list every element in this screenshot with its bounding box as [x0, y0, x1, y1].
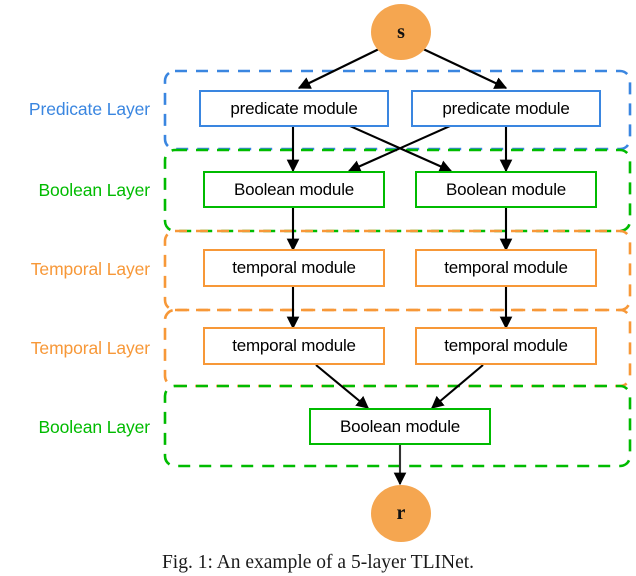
module-label: Boolean module: [339, 416, 461, 436]
layer-region-temporal-2: [163, 308, 632, 388]
temporal-module-left-2[interactable]: temporal module: [203, 327, 385, 365]
module-label: predicate module: [230, 98, 358, 118]
module-label: temporal module: [444, 336, 568, 355]
output-node: r: [371, 485, 431, 542]
boolean-module-final[interactable]: Boolean module: [309, 408, 491, 445]
module-label: temporal module: [232, 336, 356, 355]
layer-region-boolean-1: [163, 148, 632, 233]
edge-input-to-predicate-right: [420, 47, 508, 89]
layer-label-boolean-1: Boolean Layer: [38, 180, 150, 200]
edge-predicate-right-to-boolean-left: [347, 125, 451, 173]
boolean-module-right-1[interactable]: Boolean module: [415, 171, 597, 208]
input-node: s: [371, 4, 431, 60]
input-node-label: s: [397, 20, 405, 43]
module-label: Boolean module: [233, 179, 355, 199]
temporal-module-right-2[interactable]: temporal module: [415, 327, 597, 365]
temporal-module-right-1[interactable]: temporal module: [415, 249, 597, 287]
layer-label-predicate: Predicate Layer: [28, 99, 150, 119]
layer-label-boolean-2: Boolean Layer: [38, 417, 150, 437]
layer-region-boolean-2: [163, 384, 632, 468]
layer-label-temporal-1: Temporal Layer: [30, 259, 150, 279]
temporal-module-left-1[interactable]: temporal module: [203, 249, 385, 287]
layer-label-temporal-2: Temporal Layer: [30, 338, 150, 358]
predicate-module-left[interactable]: predicate module: [199, 90, 389, 127]
module-label: temporal module: [232, 258, 356, 277]
layer-region-temporal-1: [163, 229, 632, 312]
edge-temporal2-left-to-boolean2: [315, 364, 369, 409]
module-label: temporal module: [444, 258, 568, 277]
boolean-module-left-1[interactable]: Boolean module: [203, 171, 385, 208]
output-node-label: r: [396, 502, 406, 524]
module-label: Boolean module: [445, 179, 567, 199]
figure-caption: Fig. 1: An example of a 5-layer TLINet.: [161, 552, 475, 573]
predicate-module-right[interactable]: predicate module: [411, 90, 601, 127]
module-label: predicate module: [442, 98, 570, 118]
edge-temporal2-right-to-boolean2: [431, 364, 484, 409]
edge-input-to-predicate-left: [297, 47, 382, 89]
